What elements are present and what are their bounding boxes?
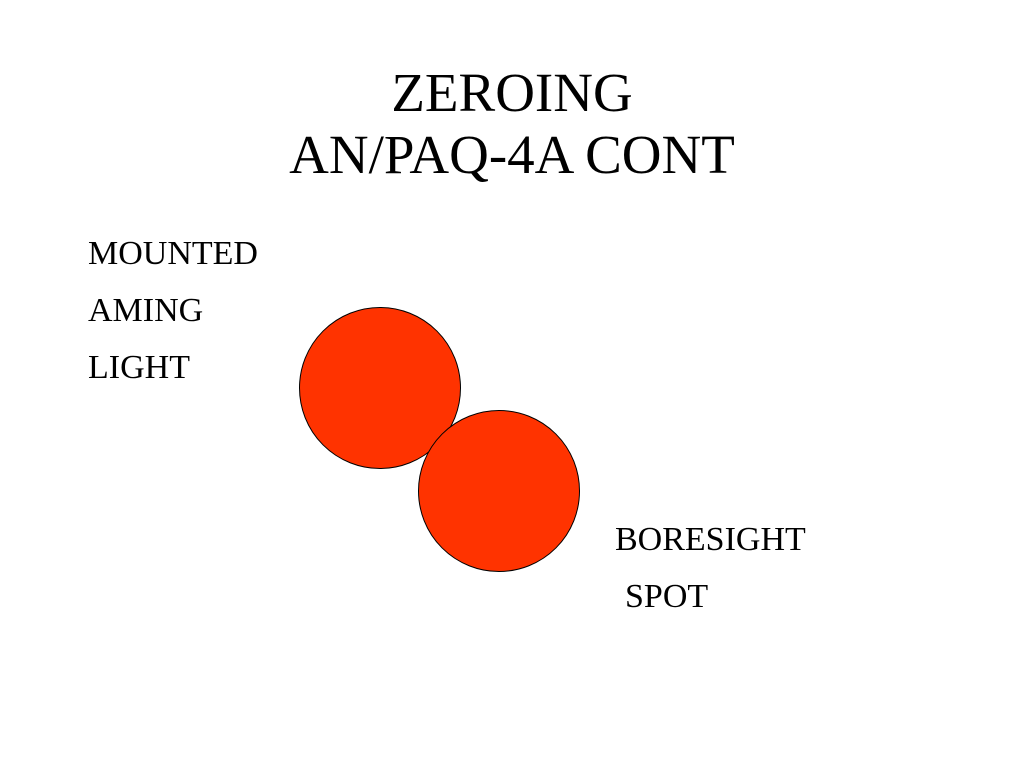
label-light: LIGHT <box>88 349 190 386</box>
boresight-spot-circle <box>418 410 580 572</box>
title-line-2: AN/PAQ-4A CONT <box>289 124 735 185</box>
label-spot: SPOT <box>625 578 709 615</box>
label-mounted: MOUNTED <box>88 235 258 272</box>
slide-title: ZEROING AN/PAQ-4A CONT <box>0 62 1024 186</box>
label-boresight: BORESIGHT <box>615 521 806 558</box>
label-aming: AMING <box>88 292 204 329</box>
title-line-1: ZEROING <box>391 62 633 123</box>
